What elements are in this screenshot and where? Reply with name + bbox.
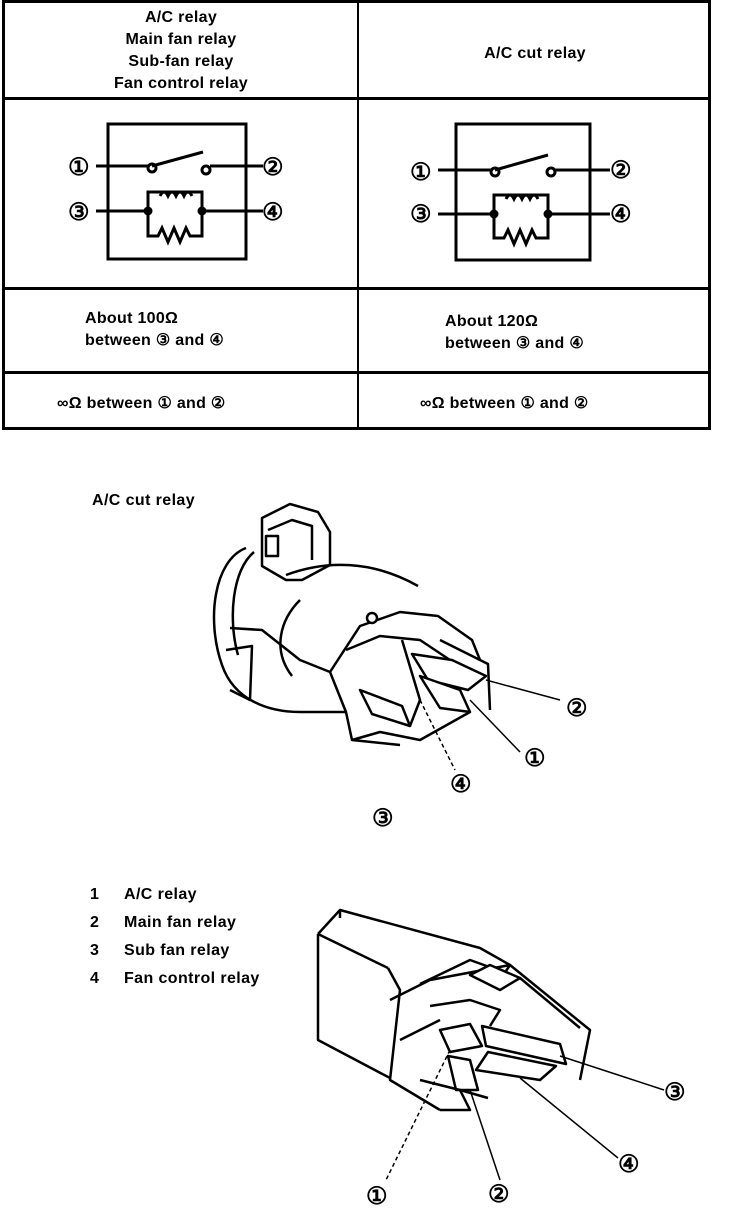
legend-number: 2 bbox=[90, 914, 100, 931]
legend-label: Sub fan relay bbox=[124, 942, 230, 959]
table-row-divider bbox=[5, 371, 708, 374]
resistance-value: About 100Ω bbox=[85, 310, 179, 327]
header-relay-name: A/C relay bbox=[144, 9, 218, 26]
relay-schematic-right bbox=[438, 122, 610, 262]
resistance-terminals: between ③ and ④ bbox=[85, 332, 224, 349]
resistance-right: About 120Ω between ③ and ④ bbox=[445, 311, 584, 355]
terminal-label: ③ bbox=[410, 201, 432, 228]
callout-terminal-3: ③ bbox=[372, 805, 394, 832]
resistance-left: About 100Ω between ③ and ④ bbox=[85, 308, 224, 352]
legend-number: 4 bbox=[90, 970, 100, 987]
resistance-value: About 120Ω bbox=[445, 313, 539, 330]
callout-terminal-2: ② bbox=[488, 1181, 510, 1208]
terminal-label: ② bbox=[610, 157, 632, 184]
table-row-divider bbox=[5, 287, 708, 290]
ac-cut-relay-drawing bbox=[212, 502, 561, 771]
callout-terminal-2: ② bbox=[566, 695, 588, 722]
callout-terminal-1: ① bbox=[366, 1183, 388, 1210]
header-relay-name: Sub-fan relay bbox=[128, 53, 234, 70]
terminal-label: ① bbox=[410, 159, 432, 186]
callout-terminal-1: ① bbox=[524, 745, 546, 772]
header-relay-name: Main fan relay bbox=[125, 31, 237, 48]
ac-cut-relay-callouts: ② ① ④ ③ bbox=[372, 695, 588, 832]
legend-label: A/C relay bbox=[124, 886, 197, 903]
continuity-right: ∞Ω between ① and ② bbox=[420, 395, 589, 412]
legend-item: 1 A/C relay bbox=[90, 886, 260, 914]
legend-item: 4 Fan control relay bbox=[90, 970, 260, 998]
legend-item: 3 Sub fan relay bbox=[90, 942, 260, 970]
terminal-label: ④ bbox=[262, 199, 284, 226]
ac-cut-relay-title: A/C cut relay bbox=[92, 492, 196, 509]
relay-box-callouts: ③ ④ ① ② bbox=[366, 1079, 686, 1210]
callout-terminal-4: ④ bbox=[450, 771, 472, 798]
continuity-left: ∞Ω between ① and ② bbox=[57, 395, 226, 412]
header-relay-name: Fan control relay bbox=[113, 75, 249, 92]
terminal-label: ④ bbox=[610, 201, 632, 228]
callout-terminal-4: ④ bbox=[618, 1151, 640, 1178]
resistance-terminals: between ③ and ④ bbox=[445, 335, 584, 352]
relay-schematic-left bbox=[96, 122, 263, 261]
header-left-relay-names: A/C relay Main fan relay Sub-fan relay F… bbox=[5, 7, 357, 95]
terminal-labels-left: ① ② ③ ④ bbox=[68, 154, 284, 226]
relay-spec-table: A/C relay Main fan relay Sub-fan relay F… bbox=[2, 0, 711, 430]
terminal-label: ② bbox=[262, 154, 284, 181]
legend-number: 3 bbox=[90, 942, 100, 959]
legend-label: Fan control relay bbox=[124, 970, 260, 987]
header-right-relay-name: A/C cut relay bbox=[484, 45, 586, 62]
table-row-divider bbox=[5, 97, 708, 100]
legend-label: Main fan relay bbox=[124, 914, 237, 931]
table-column-divider bbox=[357, 3, 359, 427]
terminal-labels-right: ① ② ③ ④ bbox=[410, 157, 632, 228]
legend-item: 2 Main fan relay bbox=[90, 914, 260, 942]
legend-number: 1 bbox=[90, 886, 100, 903]
callout-terminal-3: ③ bbox=[664, 1079, 686, 1106]
relay-box-drawing bbox=[316, 908, 665, 1181]
terminal-label: ③ bbox=[68, 199, 90, 226]
relay-legend: 1 A/C relay 2 Main fan relay 3 Sub fan r… bbox=[90, 886, 260, 998]
terminal-label: ① bbox=[68, 154, 90, 181]
